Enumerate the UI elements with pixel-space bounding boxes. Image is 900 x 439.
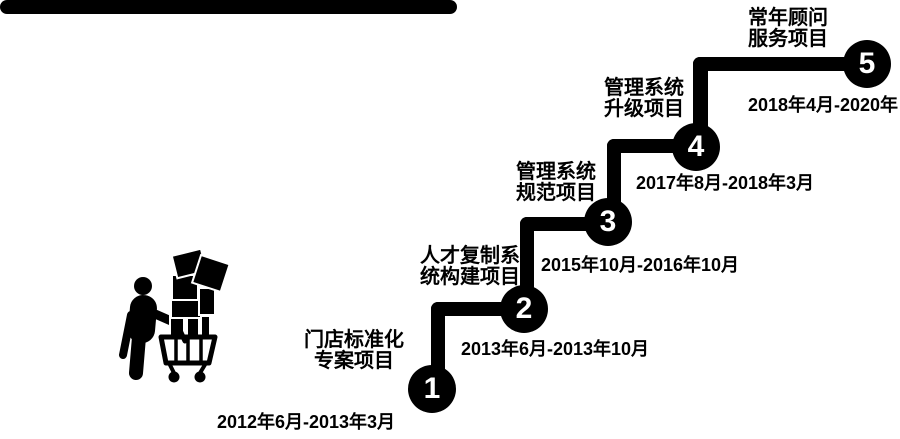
step-3-number: 3 — [599, 205, 617, 238]
step-1-label-line1: 门店标准化 — [304, 329, 404, 351]
step-2-label-line2: 统构建项目 — [420, 266, 520, 288]
step-5-date: 2018年4月-2020年 — [747, 95, 899, 115]
step-1-label-line2: 专案项目 — [314, 350, 394, 372]
step-4-number: 4 — [687, 130, 705, 163]
step-2-label-line1: 人才复制系 — [420, 245, 520, 267]
step-1-date: 2012年6月-2013年3月 — [216, 412, 396, 432]
step-4-label-line1: 管理系统 — [604, 77, 684, 99]
step-2-number: 2 — [515, 292, 533, 325]
step-5-label-line2: 服务项目 — [748, 28, 828, 50]
step-1-label: 门店标准化 专案项目 — [304, 330, 404, 372]
step-3-label-line2: 规范项目 — [516, 182, 596, 204]
step-4-date: 2017年8月-2018年3月 — [635, 173, 815, 193]
step-4-label: 管理系统 升级项目 — [604, 78, 684, 120]
person-pushing-cart-icon — [119, 250, 230, 383]
step-1-node: 1 — [408, 365, 456, 413]
step-5-label: 常年顾问 服务项目 — [748, 8, 828, 50]
step-2-date: 2013年6月-2013年10月 — [460, 339, 650, 359]
step-4-node: 4 — [672, 123, 720, 171]
step-3-date: 2015年10月-2016年10月 — [540, 255, 740, 275]
step-2-label: 人才复制系 统构建项目 — [420, 246, 520, 288]
step-5-node: 5 — [843, 40, 891, 88]
step-3-node: 3 — [584, 198, 632, 246]
step-5-label-line1: 常年顾问 — [748, 7, 828, 29]
step-1-number: 1 — [423, 372, 441, 405]
step-5-number: 5 — [858, 47, 876, 80]
step-3-label: 管理系统 规范项目 — [516, 162, 596, 204]
ground-bar — [0, 0, 457, 14]
step-4-label-line2: 升级项目 — [604, 98, 684, 120]
step-2-node: 2 — [500, 285, 548, 333]
step-3-label-line1: 管理系统 — [516, 161, 596, 183]
step-4-tread — [693, 57, 867, 71]
